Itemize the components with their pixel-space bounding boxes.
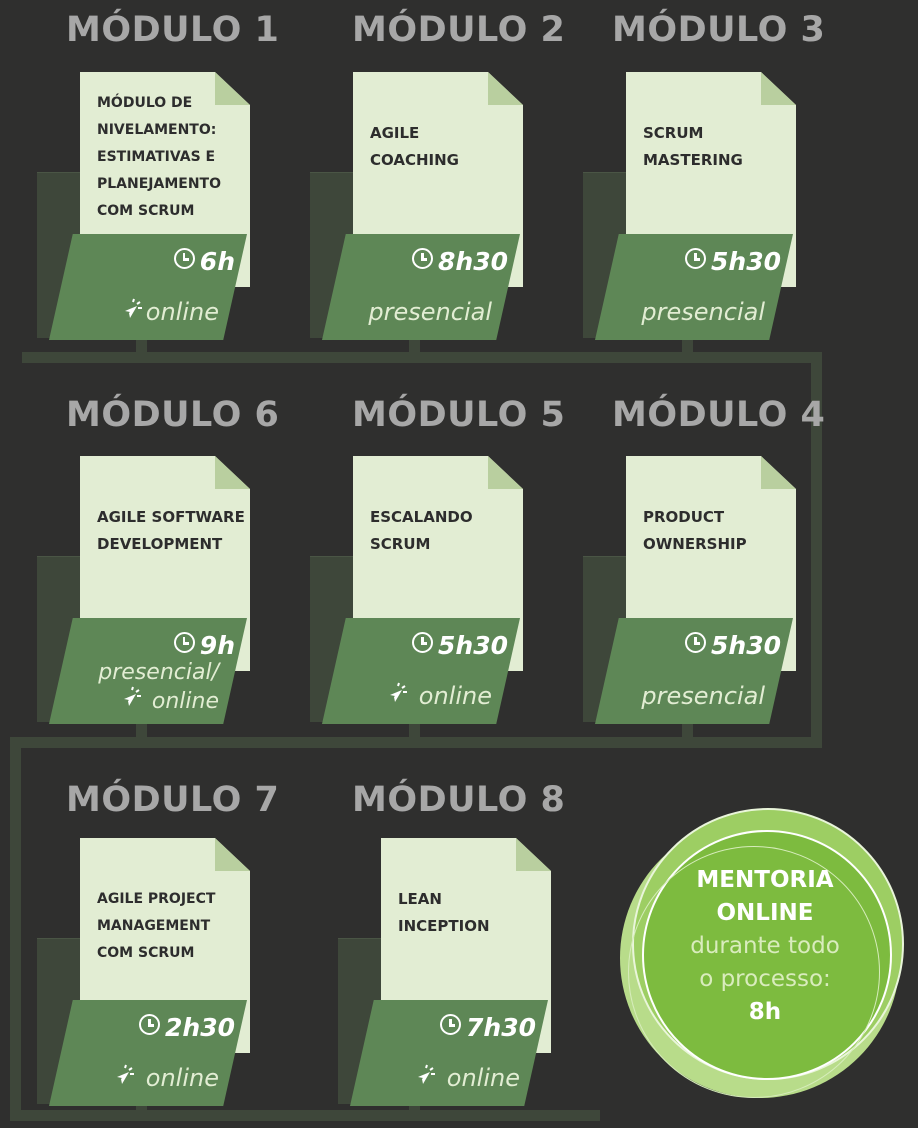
- mentoria-hours: 8h: [748, 999, 782, 1025]
- paper-fold: [488, 72, 523, 105]
- module-name: ESCALANDO SCRUM: [370, 508, 473, 553]
- mentoria-line: ONLINE: [716, 900, 814, 926]
- duration-value: 2h30: [165, 1013, 235, 1042]
- module-title: MÓDULO 3: [612, 10, 826, 50]
- clock-icon: [685, 632, 707, 653]
- duration-value: 6h: [199, 247, 235, 276]
- module-name: PRODUCT OWNERSHIP: [643, 508, 747, 553]
- cursor-click-icon: [110, 1064, 136, 1090]
- duration: 2h30: [139, 1013, 235, 1042]
- circle-ring: [628, 846, 880, 1098]
- clock-icon: [440, 1014, 462, 1035]
- mode: online: [118, 298, 219, 326]
- mode: online: [110, 1064, 219, 1092]
- mentoria-badge: [620, 808, 910, 1108]
- module-title: MÓDULO 5: [352, 395, 566, 435]
- paper-fold: [215, 456, 250, 489]
- module-name: AGILE SOFTWARE DEVELOPMENT: [97, 508, 245, 553]
- connector-right: [811, 352, 822, 748]
- mode: online: [411, 1064, 520, 1092]
- duration: 6h: [173, 247, 235, 276]
- stem: [409, 715, 420, 740]
- module-title: MÓDULO 2: [352, 10, 566, 50]
- mentoria-line: o processo:: [699, 966, 831, 992]
- module-name: AGILE PROJECT MANAGEMENT COM SCRUM: [97, 891, 216, 961]
- mentoria-line: MENTORIA: [696, 867, 834, 893]
- paper-fold: [516, 838, 551, 871]
- clock-icon: [412, 632, 434, 653]
- module-name: LEAN INCEPTION: [398, 890, 490, 935]
- stem: [136, 715, 147, 740]
- stem: [682, 715, 693, 740]
- mode: presencial: [641, 298, 765, 326]
- clock-icon: [685, 248, 707, 269]
- duration-value: 5h30: [711, 247, 781, 276]
- folder-front: [49, 234, 247, 340]
- mode: presencial/ online: [98, 660, 219, 715]
- module-title: MÓDULO 7: [66, 780, 280, 820]
- connector-row3: [10, 1110, 600, 1121]
- mentoria-text: MENTORIA ONLINE durante todo o processo:…: [650, 864, 880, 1029]
- connector-row2: [10, 737, 822, 748]
- module-title: MÓDULO 6: [66, 395, 280, 435]
- duration-value: 5h30: [438, 631, 508, 660]
- mentoria-line: durante todo: [690, 933, 840, 959]
- duration: 9h: [173, 631, 235, 660]
- duration-value: 7h30: [466, 1013, 536, 1042]
- cursor-click-icon: [411, 1064, 437, 1090]
- paper-fold: [488, 456, 523, 489]
- mode: online: [383, 682, 492, 710]
- clock-icon: [173, 632, 195, 653]
- mode-label: presencial: [641, 298, 765, 326]
- module-name: MÓDULO DE NIVELAMENTO: ESTIMATIVAS E PLA…: [97, 95, 222, 219]
- module-card[interactable]: AGILE COACHING 8h30 presencial: [310, 72, 523, 362]
- duration: 5h30: [685, 631, 781, 660]
- mode-label: online: [145, 1064, 219, 1092]
- module-title: MÓDULO 4: [612, 395, 826, 435]
- module-card[interactable]: AGILE SOFTWARE DEVELOPMENT 9h presencial…: [37, 456, 250, 746]
- duration-value: 8h30: [438, 247, 508, 276]
- mode-label-2: online: [151, 689, 219, 714]
- mode-label: online: [446, 1064, 520, 1092]
- mode: presencial: [368, 298, 492, 326]
- clock-icon: [139, 1014, 161, 1035]
- stem: [136, 330, 147, 355]
- mode-label: presencial: [641, 682, 765, 710]
- paper-fold: [761, 72, 796, 105]
- module-card[interactable]: LEAN INCEPTION 7h30 online: [338, 838, 551, 1128]
- duration: 7h30: [440, 1013, 536, 1042]
- module-title: MÓDULO 8: [352, 780, 566, 820]
- mode-label: presencial: [368, 298, 492, 326]
- clock-icon: [173, 248, 195, 269]
- connector-row1: [22, 352, 822, 363]
- folder-front: [49, 618, 247, 724]
- duration: 8h30: [412, 247, 508, 276]
- duration-value: 5h30: [711, 631, 781, 660]
- connector-left: [10, 737, 21, 1121]
- module-card[interactable]: AGILE PROJECT MANAGEMENT COM SCRUM 2h30 …: [37, 838, 250, 1128]
- module-name: SCRUM MASTERING: [643, 124, 743, 169]
- module-name: AGILE COACHING: [370, 124, 459, 169]
- mode-label: presencial/: [98, 660, 219, 685]
- mode-label: online: [418, 682, 492, 710]
- mode-label: online: [145, 298, 219, 326]
- cursor-click-icon: [383, 682, 409, 708]
- module-card[interactable]: PRODUCT OWNERSHIP 5h30 presencial: [583, 456, 796, 746]
- duration-value: 9h: [199, 631, 235, 660]
- cursor-click-icon: [117, 686, 143, 712]
- clock-icon: [412, 248, 434, 269]
- mode: presencial: [641, 682, 765, 710]
- cursor-click-icon: [118, 298, 144, 324]
- module-card[interactable]: ESCALANDO SCRUM 5h30 online: [310, 456, 523, 746]
- module-card[interactable]: SCRUM MASTERING 5h30 presencial: [583, 72, 796, 362]
- module-card[interactable]: MÓDULO DE NIVELAMENTO: ESTIMATIVAS E PLA…: [37, 72, 250, 362]
- duration: 5h30: [412, 631, 508, 660]
- paper-fold: [215, 838, 250, 871]
- paper-fold: [761, 456, 796, 489]
- duration: 5h30: [685, 247, 781, 276]
- module-title: MÓDULO 1: [66, 10, 280, 50]
- stem: [682, 330, 693, 355]
- stem: [409, 330, 420, 355]
